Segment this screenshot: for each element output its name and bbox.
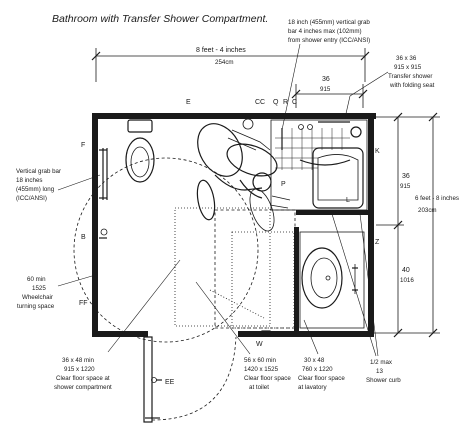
svg-text:56 x 60 min: 56 x 60 min — [244, 357, 277, 364]
door-leaf — [143, 336, 153, 423]
overall-width-dimension: 8 feet - 4 inches 254cm — [91, 47, 370, 82]
overall-depth-label: 6 feet - 8 inches — [415, 195, 459, 202]
lav-depth-metric: 1016 — [400, 277, 414, 284]
svg-text:36 x 36: 36 x 36 — [396, 55, 417, 62]
svg-text:30 x 48: 30 x 48 — [304, 357, 325, 364]
note-clear-toilet: 56 x 60 min 1420 x 1525 Clear floor spac… — [195, 281, 291, 391]
svg-text:18 inches: 18 inches — [16, 177, 43, 184]
svg-text:13: 13 — [376, 368, 383, 375]
note-transfer-shower: 36 x 36 915 x 915 Transfer shower with f… — [344, 55, 435, 119]
overall-width-label: 8 feet - 4 inches — [196, 47, 246, 54]
marker-CC: CC — [255, 99, 265, 106]
room-walls — [92, 113, 376, 337]
marker-W: W — [256, 341, 263, 348]
note-turning-space: 60 min 1525 Wheelchair turning space — [17, 275, 93, 310]
shower-depth-metric: 915 — [400, 183, 411, 190]
shower-width-label: 36 — [322, 76, 330, 83]
marker-Z: Z — [375, 239, 380, 246]
note-clear-shower: 36 x 48 min 915 x 1220 Clear floor space… — [54, 259, 181, 391]
svg-text:915 x 1220: 915 x 1220 — [64, 366, 95, 373]
shower-width-dimension: 36 915 — [291, 76, 368, 108]
svg-text:Wheelchair: Wheelchair — [22, 294, 53, 301]
svg-text:1/2 max: 1/2 max — [370, 359, 393, 366]
svg-text:Clear floor space: Clear floor space — [244, 375, 291, 382]
svg-text:Clear floor space: Clear floor space — [298, 375, 345, 382]
vertical-grab-bar — [99, 148, 108, 200]
clear-floor-spaces — [174, 207, 296, 329]
lavatory-icon — [299, 231, 365, 329]
lav-depth-label: 40 — [402, 267, 410, 274]
svg-text:60 min: 60 min — [27, 276, 46, 283]
marker-F: F — [81, 142, 85, 149]
overall-depth-metric: 203cm — [418, 207, 437, 214]
shower-width-metric: 915 — [320, 86, 331, 93]
svg-text:Vertical grab bar: Vertical grab bar — [16, 168, 61, 175]
svg-text:760 x 1220: 760 x 1220 — [302, 366, 333, 373]
svg-text:36 x 48 min: 36 x 48 min — [62, 357, 95, 364]
svg-text:bar 4 inches max (102mm): bar 4 inches max (102mm) — [288, 28, 362, 35]
door — [143, 336, 237, 423]
svg-text:1420 x 1525: 1420 x 1525 — [244, 366, 279, 373]
marker-Q: Q — [273, 99, 279, 106]
wheelchair-turning-circle — [73, 157, 259, 343]
svg-text:(455mm) long: (455mm) long — [16, 186, 55, 193]
svg-text:Shower curb: Shower curb — [366, 377, 401, 384]
marker-L: L — [346, 197, 350, 204]
toilet-icon — [125, 119, 155, 183]
wheelchair-user-icon — [196, 118, 291, 232]
svg-text:at lavatory: at lavatory — [298, 384, 327, 391]
svg-text:1525: 1525 — [32, 285, 46, 292]
overall-width-metric: 254cm — [215, 59, 234, 66]
marker-FF: FF — [79, 300, 88, 307]
marker-P: P — [281, 181, 286, 188]
shower-depth-label: 36 — [402, 173, 410, 180]
svg-text:with folding seat: with folding seat — [389, 82, 435, 89]
svg-text:from shower entry (ICC/ANSI): from shower entry (ICC/ANSI) — [288, 37, 370, 44]
svg-text:18 inch (455mm) vertical grab: 18 inch (455mm) vertical grab — [288, 19, 370, 26]
marker-EE: EE — [165, 379, 175, 386]
svg-text:Transfer shower: Transfer shower — [388, 73, 432, 80]
svg-text:915 x 915: 915 x 915 — [394, 64, 422, 71]
svg-text:shower compartment: shower compartment — [54, 384, 112, 391]
right-dimensions: 36 915 40 1016 6 feet - 8 inches 203cm — [372, 112, 459, 338]
shower-compartment — [270, 119, 368, 211]
note-shower-curb: 1/2 max 13 Shower curb — [331, 213, 401, 384]
paper-holder-icon — [99, 228, 108, 239]
marker-B: B — [81, 234, 86, 241]
marker-R: R — [283, 99, 288, 106]
letter-markers: E CC Q R C K F B FF P L Z W EE — [79, 99, 380, 386]
marker-C: C — [292, 99, 297, 106]
svg-text:turning space: turning space — [17, 303, 55, 310]
note-grab-shower: 18 inch (455mm) vertical grab bar 4 inch… — [281, 19, 370, 131]
svg-text:Clear floor space at: Clear floor space at — [56, 375, 110, 382]
note-vertical-grab-bar: Vertical grab bar 18 inches (455mm) long… — [16, 168, 101, 202]
svg-text:(ICC/ANSI): (ICC/ANSI) — [16, 195, 47, 202]
svg-text:at toilet: at toilet — [249, 384, 269, 391]
marker-E: E — [186, 99, 191, 106]
shower-head-icon — [350, 126, 362, 138]
figure-title: Bathroom with Transfer Shower Compartmen… — [52, 13, 268, 25]
marker-K: K — [375, 148, 380, 155]
note-clear-lavatory: 30 x 48 760 x 1220 Clear floor space at … — [298, 319, 345, 391]
